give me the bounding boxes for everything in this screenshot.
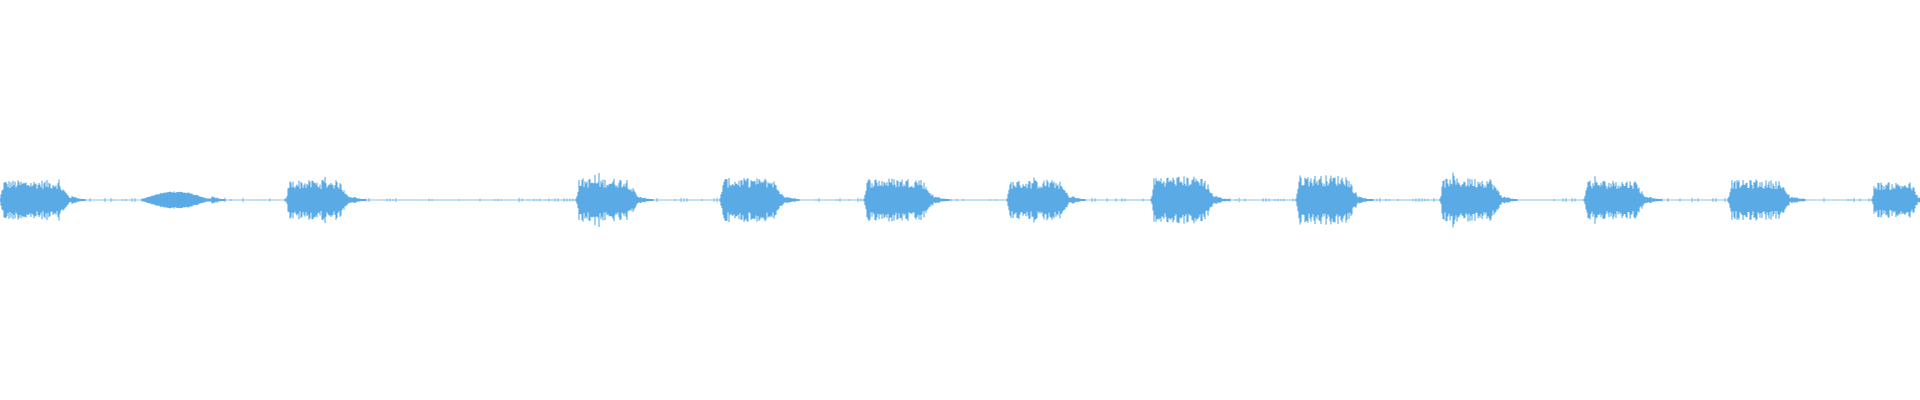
waveform-burst bbox=[1871, 182, 1920, 218]
waveform-burst bbox=[285, 176, 366, 224]
waveform-burst bbox=[719, 178, 800, 222]
waveform-burst bbox=[1583, 176, 1662, 224]
waveform-burst bbox=[141, 191, 226, 209]
waveform-burst bbox=[1439, 172, 1518, 228]
waveform-burst bbox=[863, 178, 950, 222]
waveform-noise bbox=[5, 197, 1912, 203]
waveform-burst bbox=[1006, 177, 1086, 223]
waveform-burst bbox=[1150, 176, 1230, 224]
waveform-burst bbox=[1727, 179, 1806, 221]
waveform-bursts bbox=[0, 172, 1920, 228]
waveform-burst bbox=[575, 173, 654, 227]
